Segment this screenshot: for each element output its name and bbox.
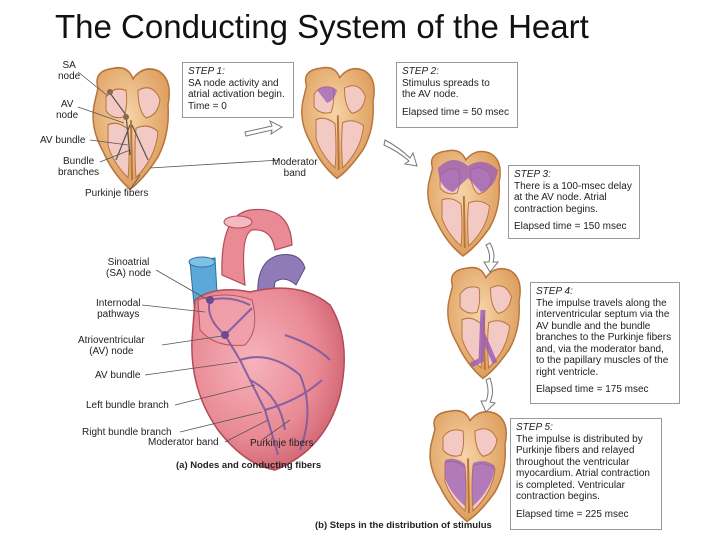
caption-b: (b) Steps in the distribution of stimulu… xyxy=(315,520,492,531)
step4-heart xyxy=(446,266,522,380)
step5-heart xyxy=(429,409,508,523)
label-av-bundle: AV bundle xyxy=(40,135,86,146)
step-1-text: SA node activity and atrial activation b… xyxy=(188,77,285,101)
step-4-text: The impulse travels along the interventr… xyxy=(536,297,672,378)
step-4-time: Elapsed time = 175 msec xyxy=(536,384,649,395)
label-moderator-band-small: Moderator band xyxy=(272,157,318,179)
small-heart-leaders xyxy=(77,71,281,191)
step-3-text: There is a 100-msec delay at the AV node… xyxy=(514,180,632,215)
step-arrows xyxy=(244,119,500,413)
label-purkinje-fibers-small: Purkinje fibers xyxy=(85,188,149,199)
step-5-text: The impulse is distributed by Purkinje f… xyxy=(516,433,650,503)
step-4-box: STEP 4: The impulse travels along the in… xyxy=(530,282,680,404)
step-2-heading: STEP 2: xyxy=(402,66,439,77)
step-5-box: STEP 5: The impulse is distributed by Pu… xyxy=(510,418,662,530)
large-heart xyxy=(188,208,345,471)
large-heart-leaders xyxy=(141,269,291,443)
step-2-text: Stimulus spreads to the AV node. xyxy=(402,77,490,101)
step-1-box: STEP 1: SA node activity and atrial acti… xyxy=(182,62,294,118)
label-moderator-band-large: Moderator band xyxy=(148,437,219,448)
step-1-time: Time = 0 xyxy=(188,100,227,112)
label-internodal-pathways: Internodal pathways xyxy=(96,298,141,320)
step-2-time: Elapsed time = 50 msec xyxy=(402,106,509,118)
label-purkinje-fibers-large: Purkinje fibers xyxy=(250,438,314,449)
step-1-heading: STEP 1: xyxy=(188,66,225,77)
step2-heart xyxy=(300,66,376,180)
step-3-time: Elapsed time = 150 msec xyxy=(514,221,627,232)
small-section-heart xyxy=(91,66,171,191)
label-bundle-branches: Bundle branches xyxy=(58,156,100,178)
label-sinoatrial-node: Sinoatrial (SA) node xyxy=(106,257,152,279)
step-3-box: STEP 3: There is a 100-msec delay at the… xyxy=(508,165,640,239)
label-right-bundle-branch: Right bundle branch xyxy=(82,427,172,438)
label-left-bundle-branch: Left bundle branch xyxy=(86,400,169,411)
step-3-heading: STEP 3: xyxy=(514,169,551,180)
step3-heart xyxy=(426,149,502,257)
page-title: The Conducting System of the Heart xyxy=(55,8,589,45)
label-sa-node: SA node xyxy=(58,60,81,82)
step-5-time: Elapsed time = 225 msec xyxy=(516,508,629,520)
step-4-heading: STEP 4: xyxy=(536,286,573,297)
step-2-box: STEP 2: Stimulus spreads to the AV node.… xyxy=(396,62,518,128)
label-atrioventricular-node: Atrioventricular (AV) node xyxy=(78,335,145,357)
step-5-heading: STEP 5: xyxy=(516,422,553,433)
label-av-node: AV node xyxy=(56,99,79,121)
caption-a: (a) Nodes and conducting fibers xyxy=(176,460,322,471)
label-av-bundle-large: AV bundle xyxy=(95,370,141,381)
